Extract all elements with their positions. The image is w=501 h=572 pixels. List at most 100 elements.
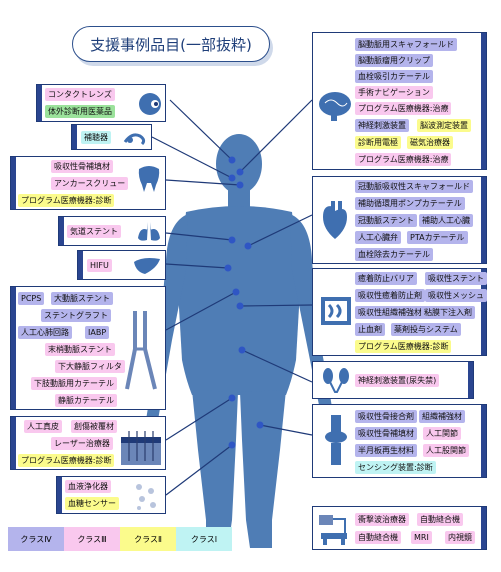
- dot-ear: [228, 174, 236, 182]
- tag-magnetic-therapy: 磁気治療器: [407, 136, 453, 149]
- tag-program-therapy: プログラム医療機器:治療: [355, 102, 452, 115]
- tag-stent-graft: ステントグラフト: [41, 309, 111, 322]
- connector-vessel: [165, 291, 237, 331]
- tag-wound-dressing: 創傷被覆材: [71, 420, 117, 433]
- blood-cells-icon: [136, 484, 156, 510]
- tag-iabp: IABP: [85, 326, 110, 339]
- box-brain: 脳動脈用スキャフォールド 脳動脈瘤用クリップ 血栓吸引カテーテル 手術ナビゲーシ…: [312, 32, 487, 170]
- box-bar: [468, 362, 473, 398]
- tag-aortic-stent: 大動脈ステント: [51, 292, 113, 305]
- dot-blood: [228, 441, 236, 449]
- tag-sensing-device: センシング装置:診断: [355, 461, 436, 474]
- tag-program-diagnosis-skin: プログラム医療機器:診断: [18, 454, 115, 467]
- medical-machine-icon: [319, 515, 347, 545]
- dot-liver: [224, 264, 232, 272]
- brain-icon: [319, 92, 351, 121]
- tag-hip-joint: 人工股関節: [423, 444, 469, 457]
- lung-icon: [138, 222, 160, 241]
- tooth-icon: [138, 166, 160, 192]
- dot-skin: [228, 394, 236, 402]
- legend-class3: クラスⅢ: [64, 527, 120, 551]
- tag-peripheral-stent: 末梢動脈ステント: [45, 343, 115, 356]
- connector-heart: [247, 214, 313, 247]
- tag-pta-catheter: PTAカテーテル: [407, 231, 468, 244]
- box-ear: 補聴器: [71, 124, 152, 150]
- connector-brain: [239, 99, 313, 173]
- tag-surgical-navigation: 手術ナビゲーション: [355, 86, 433, 99]
- tag-incontinence-stimulator: 神経刺激装置(尿失禁): [355, 374, 440, 387]
- box-bar: [78, 251, 83, 279]
- dot-vessel: [232, 288, 240, 296]
- tag-diagnostic-reagent: 体外診断用医薬品: [45, 105, 115, 118]
- kidney-icon: [323, 368, 349, 393]
- connector-kidney: [241, 349, 313, 383]
- tag-anchor-screw: アンカースクリュー: [51, 177, 129, 190]
- tag-glucose-sensor: 血糖センサー: [65, 497, 119, 510]
- tag-drug-delivery: 薬剤投与システム: [391, 323, 461, 336]
- tag-heart-valve: 人工心臓弁: [355, 231, 401, 244]
- tag-hifu: HIFU: [87, 259, 112, 272]
- box-kidney: 神経刺激装置(尿失禁): [312, 361, 474, 399]
- body-left-leg: [192, 390, 238, 548]
- tag-thrombus-aspiration-catheter: 血栓吸引カテーテル: [355, 70, 433, 83]
- connector-tooth: [165, 179, 241, 186]
- blood-vessel-icon: [125, 311, 157, 390]
- tag-tissue-reinforcement-knee: 組織補強材: [419, 410, 465, 423]
- tag-adhesion-barrier: 癒着防止バリア: [355, 272, 417, 285]
- liver-icon: [134, 258, 160, 274]
- connector-eye: [169, 99, 233, 161]
- tag-tissue-reinforcement: 吸収性組織補強材: [355, 306, 425, 319]
- tag-ivc-filter: 下大静脈フィルタ: [55, 360, 125, 373]
- box-bar: [72, 125, 77, 149]
- dot-kidney: [238, 346, 246, 354]
- tag-thrombectomy-catheter: 血栓除去カテーテル: [355, 248, 433, 261]
- tag-venous-catheter: 静脈カテーテル: [55, 394, 117, 407]
- tag-auto-suture-2: 自動縫合機: [355, 531, 401, 544]
- tag-auto-suture-1: 自動縫合機: [417, 513, 463, 526]
- dot-eye: [228, 156, 236, 164]
- tag-hemostat: 止血剤: [355, 323, 385, 336]
- box-liver: HIFU: [77, 250, 166, 280]
- tag-artificial-joint: 人工関節: [423, 427, 461, 440]
- box-bar: [481, 405, 486, 477]
- dot-knee: [256, 421, 264, 429]
- box-bar: [37, 85, 42, 121]
- tag-endoscope: 内視鏡: [445, 531, 475, 544]
- tag-artificial-dermis: 人工真皮: [24, 420, 62, 433]
- tag-diagnostic-electrode: 診断用電極: [355, 136, 401, 149]
- tag-absorbable-mesh: 吸収性メッシュ: [425, 289, 487, 302]
- dot-tooth: [236, 181, 244, 189]
- legend-class4: クラスⅣ: [8, 527, 64, 551]
- box-skin: 人工真皮 創傷被覆材 レーザー治療器 プログラム医療機器:診断: [10, 416, 166, 470]
- tag-pcps: PCPS: [18, 292, 45, 305]
- heart-icon: [323, 201, 347, 239]
- tag-submucosal-injection: 粘膜下注入剤: [421, 306, 475, 319]
- page-title: 支援事例品目(一部抜粋): [72, 26, 270, 62]
- tag-airway-stent: 気道ステント: [67, 225, 121, 238]
- tag-eeg-device: 脳波測定装置: [417, 119, 471, 132]
- tag-program-diagnosis-gi: プログラム医療機器:診断: [355, 340, 452, 353]
- tag-hearing-aid: 補聴器: [81, 131, 111, 144]
- body-torso: [178, 206, 300, 395]
- tag-program-diagnosis: プログラム医療機器:診断: [18, 194, 115, 207]
- tag-absorbable-bone-filler: 吸収性骨補填材: [51, 160, 113, 173]
- body-neck: [228, 188, 250, 210]
- tag-absorbable-adhesion-agent: 吸収性癒着防止剤: [355, 289, 425, 302]
- dot-heart: [244, 242, 252, 250]
- tag-vad: 補助人工心臓: [419, 214, 473, 227]
- connector-skin: [165, 397, 233, 441]
- skin-icon: [121, 431, 161, 465]
- dot-lung: [228, 236, 236, 244]
- tag-mri: MRI: [411, 531, 432, 544]
- tag-program-therapy-2: プログラム医療機器:治療: [355, 153, 452, 166]
- box-heart: 冠動脈吸収性スキャフォールド 補助循環用ポンプカテーテル 冠動脈ステント 補助人…: [312, 176, 487, 264]
- connector-knee: [259, 424, 313, 436]
- box-blood: 血液浄化器 血糖センサー: [56, 476, 166, 514]
- box-eye: コンタクトレンズ 体外診断用医薬品: [36, 84, 166, 122]
- connector-ear: [151, 136, 233, 179]
- tag-lower-limb-catheter: 下肢動脈用カテーテル: [31, 377, 117, 390]
- connector-liver: [165, 263, 229, 269]
- knee-joint-icon: [325, 415, 347, 465]
- body-right-leg: [240, 390, 286, 548]
- tag-contact-lens: コンタクトレンズ: [45, 88, 115, 101]
